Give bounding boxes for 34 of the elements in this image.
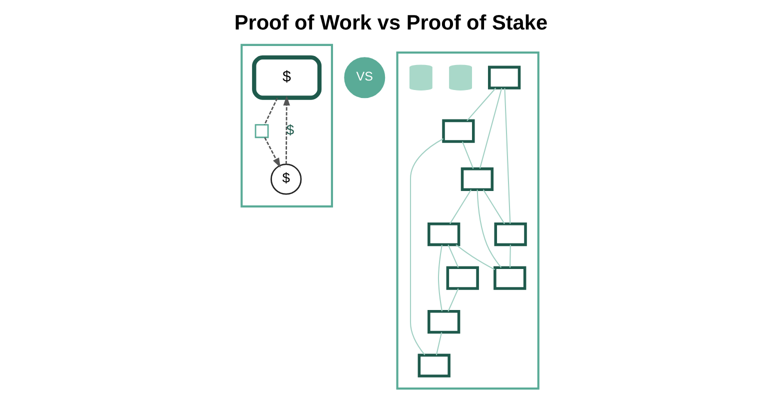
node-box xyxy=(494,222,527,246)
connector xyxy=(504,88,511,224)
arrow xyxy=(283,96,290,164)
node-box xyxy=(442,119,475,143)
node-box xyxy=(428,222,460,246)
node-box xyxy=(488,66,521,90)
connector xyxy=(436,332,442,356)
cluster xyxy=(240,44,334,208)
connector xyxy=(438,244,442,312)
node-box: $ xyxy=(252,55,322,100)
diagram-title: Proof of Work vs Proof of Stake xyxy=(234,12,548,35)
connector xyxy=(462,142,474,169)
connector xyxy=(479,88,502,169)
node-circle: VS xyxy=(344,57,386,98)
arrow xyxy=(264,137,280,168)
node-box xyxy=(460,167,494,192)
cluster xyxy=(396,52,540,390)
connector xyxy=(510,244,511,268)
node-box xyxy=(446,266,479,290)
node-box xyxy=(254,124,269,138)
connector xyxy=(456,244,496,270)
node-box xyxy=(494,266,526,290)
connector xyxy=(448,288,459,312)
node-box xyxy=(428,310,460,334)
connector xyxy=(466,88,496,122)
connector xyxy=(264,98,278,126)
connector xyxy=(448,244,459,268)
connector xyxy=(450,189,472,224)
connector xyxy=(476,190,502,268)
connector xyxy=(410,138,444,356)
connector xyxy=(482,189,505,224)
node-box xyxy=(418,354,450,378)
node-circle: $ xyxy=(270,164,302,195)
edge-label: $ xyxy=(286,122,294,138)
